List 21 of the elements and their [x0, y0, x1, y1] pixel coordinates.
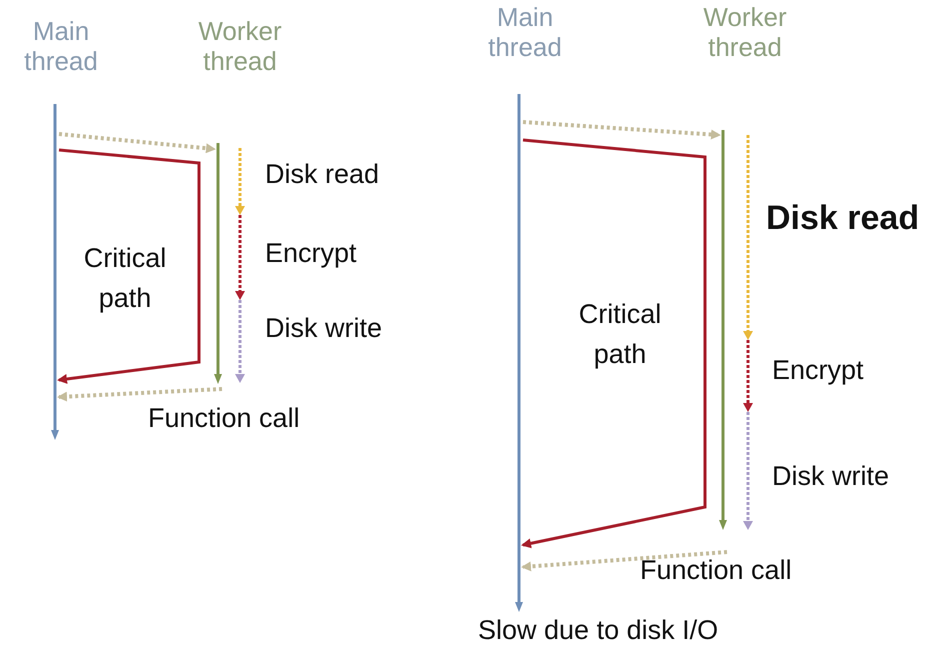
step-label: Disk write — [265, 312, 382, 344]
thread-heading: Worker thread — [197, 16, 283, 76]
thread-heading: Main thread — [23, 16, 99, 76]
step-label: Disk write — [772, 460, 890, 492]
region-label: Critical path — [82, 242, 168, 315]
note: Slow due to disk I/O — [478, 614, 718, 646]
thread-heading: Main thread — [487, 2, 563, 62]
dotted-arrow — [57, 387, 222, 402]
step-label: Disk read — [265, 158, 380, 190]
critical-path-arrow — [521, 138, 706, 548]
step-label: Encrypt — [265, 237, 357, 269]
call-label: Function call — [640, 554, 792, 586]
critical-path-arrow — [57, 148, 200, 384]
step-label: Disk read — [766, 202, 920, 234]
step-label: Encrypt — [772, 354, 864, 386]
region-label: Critical path — [578, 298, 662, 371]
call-label: Function call — [148, 402, 300, 434]
dotted-arrow — [522, 120, 721, 140]
thread-heading: Worker thread — [702, 2, 788, 62]
dotted-arrow — [58, 132, 216, 154]
dotted-arrow — [521, 550, 728, 572]
